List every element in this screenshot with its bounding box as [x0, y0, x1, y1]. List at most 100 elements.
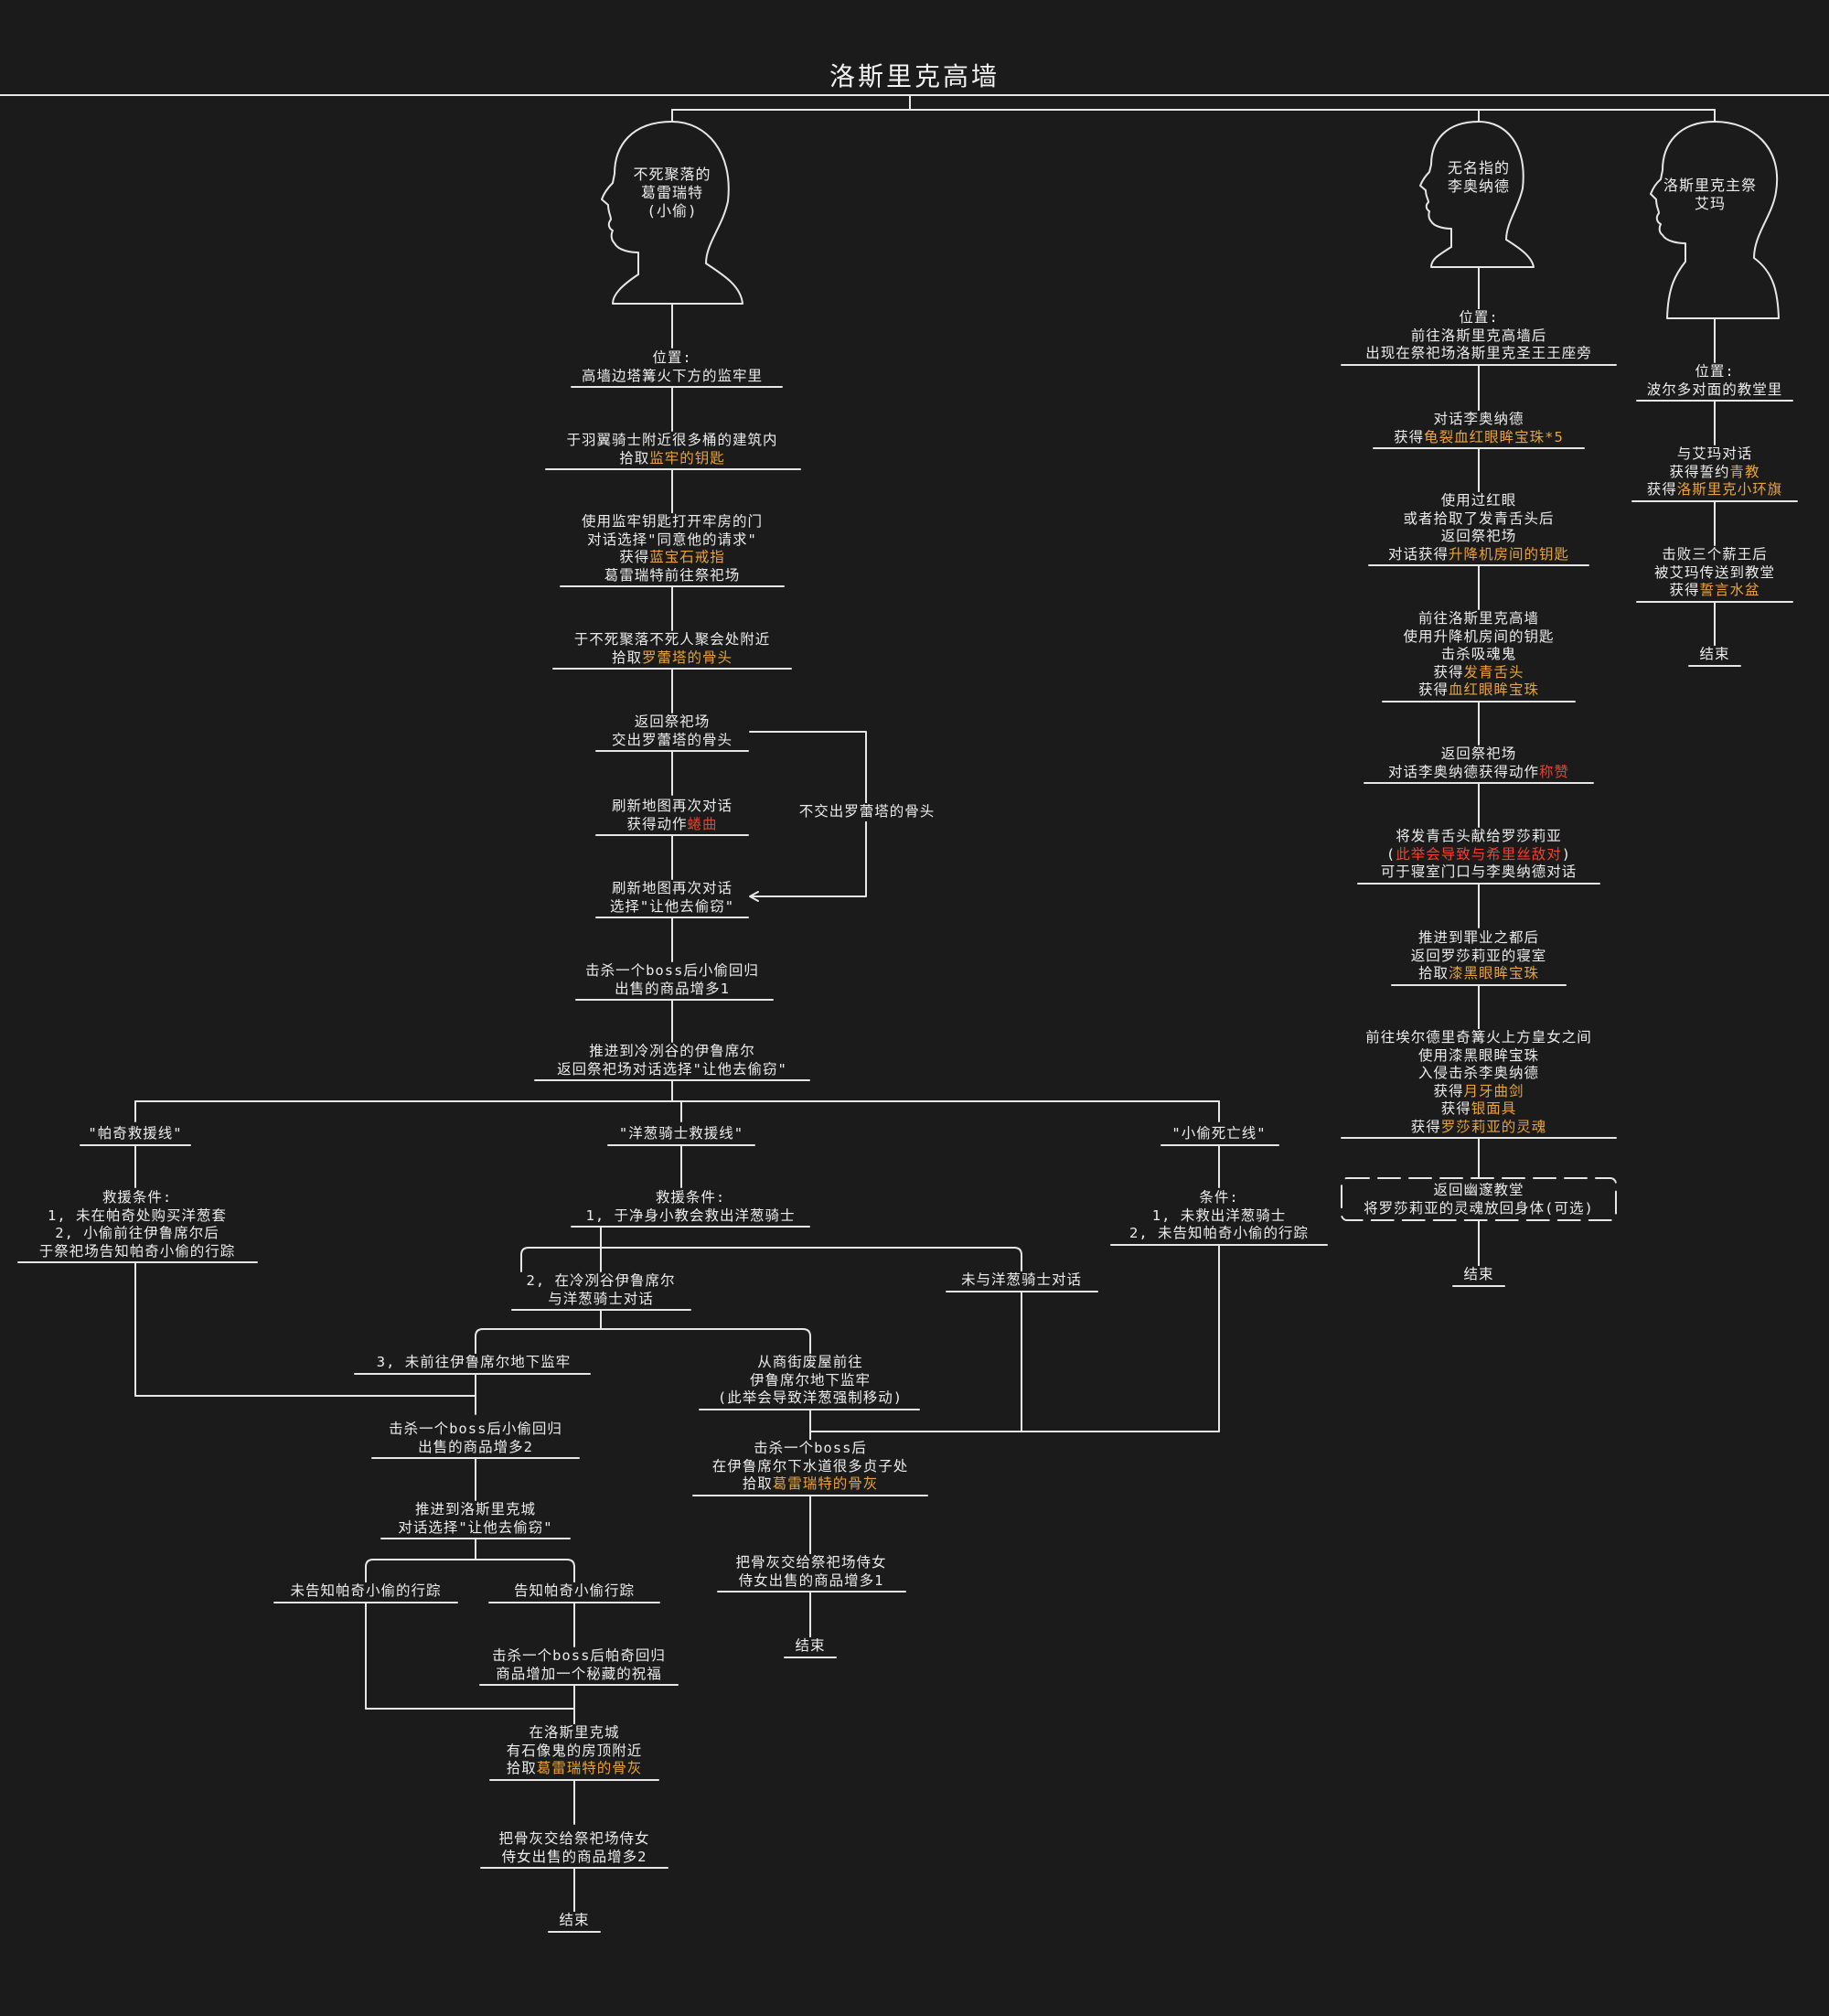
text-line: "洋葱骑士救援线" [619, 1125, 743, 1143]
text-line: 拾取罗蕾塔的骨头 [574, 649, 771, 668]
text-line: 不死聚落的 [633, 166, 711, 183]
text-segment: 位置: [1695, 363, 1735, 380]
applause-gesture-node: 返回祭祀场对话李奥纳德获得动作称赞 [1385, 745, 1573, 782]
highlight-text: 漆黑眼眸宝珠 [1448, 965, 1540, 981]
text-segment: 在伊鲁席尔下水道很多贞子处 [711, 1457, 909, 1474]
text-line: 对话获得升降机房间的钥匙 [1388, 546, 1569, 564]
text-segment: 击杀一个boss后 [754, 1440, 867, 1456]
irithyll-steal-node: 推进到冷冽谷的伊鲁席尔返回祭祀场对话选择"让他去偷窃" [554, 1043, 790, 1078]
text-line: 未告知帕奇小偷的行踪 [290, 1582, 441, 1601]
skip-dungeon-node: 3, 未前往伊鲁席尔地下监牢 [373, 1354, 574, 1372]
text-line: 无名指的 [1447, 159, 1511, 177]
text-segment: 结束 [1463, 1266, 1494, 1282]
text-line: 获得蓝宝石戒指 [582, 549, 763, 567]
text-segment: ) [1561, 845, 1572, 863]
highlight-text: 血红眼眸宝珠 [1448, 681, 1540, 698]
text-line: 击杀一个boss后 [712, 1440, 909, 1458]
highlight-text: 洛斯里克小环旗 [1676, 481, 1783, 498]
text-segment: 有石像鬼的房顶附近 [506, 1742, 643, 1759]
text-segment: 前往洛斯里克高墙 [1417, 610, 1540, 627]
text-line: 刷新地图再次对话 [610, 880, 734, 898]
loretta-bone-node: 于不死聚落不死人聚会处附近拾取罗蕾塔的骨头 [571, 631, 774, 668]
text-segment: 结束 [559, 1912, 590, 1928]
sewer-ashes-node: 击杀一个boss后在伊鲁席尔下水道很多贞子处拾取葛雷瑞特的骨灰 [709, 1440, 912, 1494]
text-segment: 获得 [1646, 481, 1677, 498]
text-line: 侍女出售的商品增多2 [498, 1849, 649, 1867]
text-line: 被艾玛传送到教堂 [1654, 564, 1775, 583]
text-line: 于不死聚落不死人聚会处附近 [574, 631, 771, 649]
first-return-node: 击杀一个boss后小偷回归出售的商品增多1 [583, 962, 762, 998]
text-line: 李奥纳德 [1447, 177, 1511, 195]
highlight-text: 蓝宝石戒指 [649, 549, 725, 565]
text-segment: 使用监牢钥匙打开牢房的门 [581, 513, 764, 530]
text-line: 击杀一个boss后小偷回归 [585, 962, 759, 981]
text-line: 葛雷瑞特 [640, 184, 704, 201]
text-line: 艾玛 [1694, 195, 1727, 212]
text-segment: 击杀一个boss后帕奇回归 [492, 1647, 666, 1664]
text-segment: 获得 [619, 549, 650, 565]
text-line: 获得银面具 [1365, 1100, 1592, 1119]
text-line: 返回祭祀场 [1388, 745, 1569, 764]
text-line: 击杀一个boss后小偷回归 [389, 1421, 562, 1439]
text-line: 高墙边塔篝火下方的监牢里 [582, 368, 763, 386]
highlight-text: 蜷曲 [687, 815, 718, 832]
text-segment: "洋葱骑士救援线" [618, 1125, 744, 1142]
text-segment: 2, 在冷冽谷伊鲁席尔 [526, 1272, 676, 1289]
text-segment: 从商街废屋前往 [757, 1354, 863, 1370]
text-segment: 出售的商品增多1 [615, 980, 730, 997]
text-line: (此举会导致洋葱强制移动) [718, 1389, 903, 1408]
text-line: 对话选择"让他去偷窃" [398, 1519, 552, 1538]
text-line: 拾取葛雷瑞特的骨灰 [507, 1760, 643, 1778]
talk-siegward-node: 2, 在冷冽谷伊鲁席尔与洋葱骑士对话 [523, 1272, 679, 1309]
lords-teleport-node: 击败三个薪王后被艾玛传送到教堂获得誓言水盆 [1651, 546, 1779, 600]
page-title: 洛斯里克高墙 [829, 61, 1000, 91]
pale-tongue-node: 前往洛斯里克高墙使用升降机房间的钥匙击杀吸魂鬼获得发青舌头获得血红眼眸宝珠 [1400, 610, 1557, 700]
text-line: 击杀一个boss后帕奇回归 [492, 1647, 666, 1666]
text-line: "小偷死亡线" [1171, 1125, 1266, 1143]
greirat-release-node: 使用监牢钥匙打开牢房的门对话选择"同意他的请求"获得蓝宝石戒指葛雷瑞特前往祭祀场 [578, 513, 766, 584]
text-line: 获得发青舌头 [1403, 664, 1554, 682]
text-line: 或者拾取了发青舌头后 [1388, 510, 1569, 529]
text-segment: 获得 [1417, 681, 1449, 698]
leonhard-name-label: 无名指的李奥纳德 [1448, 159, 1510, 196]
text-segment: 于不死聚落不死人聚会处附近 [573, 631, 771, 648]
text-line: 击杀吸魂鬼 [1403, 646, 1554, 664]
text-line: 与洋葱骑士对话 [527, 1291, 676, 1309]
text-line: 获得洛斯里克小环旗 [1647, 481, 1783, 499]
text-segment: 把骨灰交给祭祀场侍女 [498, 1830, 650, 1847]
hand-over-bone-node: 返回祭祀场交出罗蕾塔的骨头 [608, 713, 736, 749]
text-line: 拾取葛雷瑞特的骨灰 [712, 1475, 909, 1494]
text-line: 把骨灰交给祭祀场侍女 [498, 1830, 649, 1849]
invade-leonhard-node: 前往埃尔德里奇篝火上方皇女之间使用漆黑眼眸宝珠入侵击杀李奥纳德获得月牙曲剑获得银… [1363, 1029, 1595, 1136]
offer-tongue-node: 将发青舌头献给罗莎莉亚(此举会导致与希里丝敌对)可于寝室门口与李奥纳德对话 [1377, 828, 1580, 882]
no-talk-siegward-node: 未与洋葱骑士对话 [957, 1271, 1086, 1290]
text-segment: 救援条件: [102, 1189, 173, 1206]
text-segment: 推进到罪业之都后 [1417, 929, 1540, 946]
lothric-castle-steal-node: 推进到洛斯里克城对话选择"让他去偷窃" [395, 1501, 556, 1538]
lift-key-node: 使用过红眼或者拾取了发青舌头后返回祭祀场对话获得升降机房间的钥匙 [1385, 492, 1573, 564]
patches-rescue-branch-label: "帕奇救援线" [85, 1125, 186, 1143]
text-segment: 2, 未告知帕奇小偷的行踪 [1129, 1225, 1309, 1241]
greirat-location-node: 位置:高墙边塔篝火下方的监牢里 [578, 349, 766, 386]
text-segment: 与艾玛对话 [1676, 445, 1753, 462]
highlight-text: 银面具 [1471, 1100, 1517, 1117]
text-segment: 告知帕奇小偷行踪 [513, 1582, 636, 1599]
not-tell-patches-node: 未告知帕奇小偷的行踪 [287, 1582, 444, 1601]
text-segment: 推进到洛斯里克城 [414, 1501, 537, 1517]
onion-rescue-conditions: 救援条件:1, 于净身小教会救出洋葱骑士 [583, 1189, 798, 1225]
text-line: 对话李奥纳德获得动作称赞 [1388, 764, 1569, 782]
text-line: 在伊鲁席尔下水道很多贞子处 [712, 1458, 909, 1476]
text-segment: 获得动作 [626, 815, 688, 832]
text-line: 拾取漆黑眼眸宝珠 [1411, 965, 1547, 983]
text-segment: 使用漆黑眼眸宝珠 [1417, 1046, 1540, 1064]
leonhard-location-node: 位置:前往洛斯里克高墙后出现在祭祀场洛斯里克圣王王座旁 [1363, 309, 1595, 363]
text-segment: 使用升降机房间的钥匙 [1403, 627, 1555, 645]
text-segment: 获得 [1433, 1082, 1464, 1099]
keep-bone-branch-label: 不交出罗蕾塔的骨头 [795, 803, 939, 821]
text-line: 返回祭祀场对话选择"让他去偷窃" [557, 1061, 787, 1079]
text-segment: 在洛斯里克城 [529, 1724, 620, 1741]
text-line: 未与洋葱骑士对话 [961, 1271, 1082, 1290]
text-line: 商品增加一个秘藏的祝福 [492, 1666, 666, 1684]
